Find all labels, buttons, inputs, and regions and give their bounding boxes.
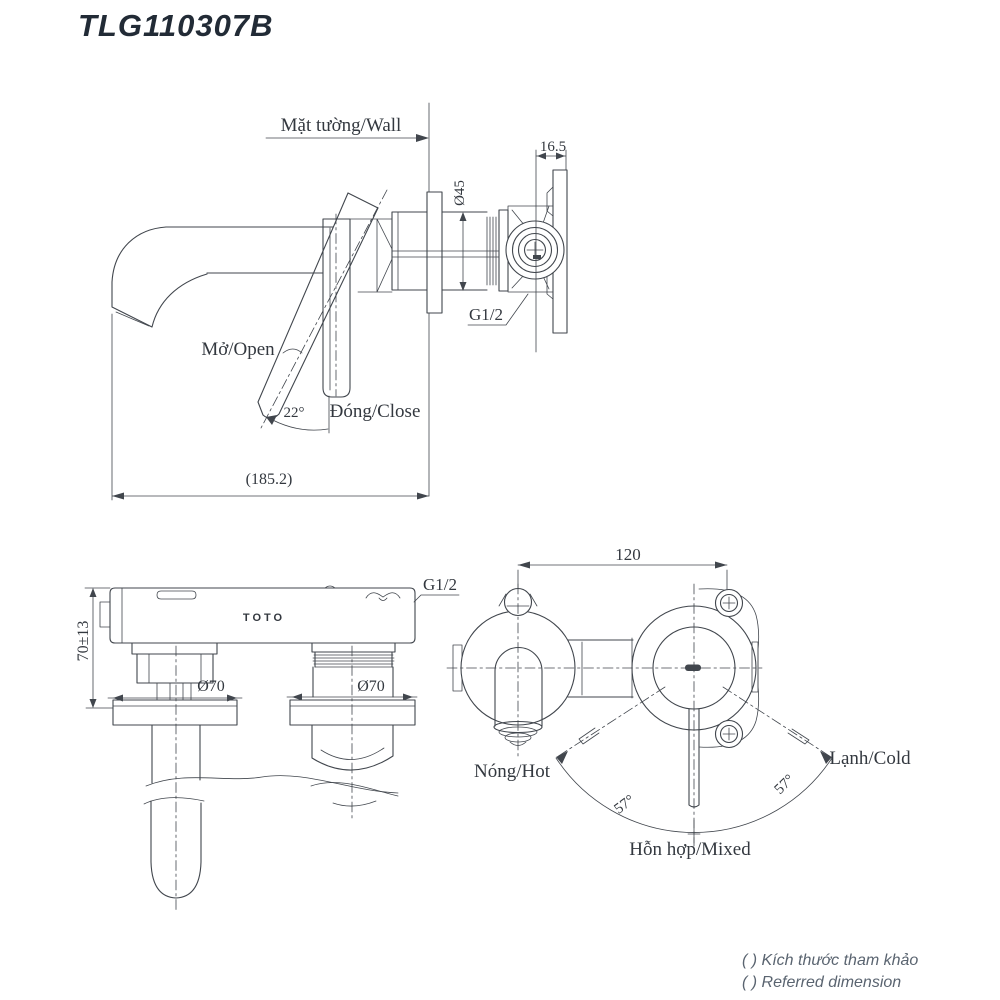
thread-size-label-top: G1/2 — [423, 575, 457, 594]
dim-diameter-45: Ø45 — [452, 180, 468, 206]
angle-22-label: 22° — [284, 405, 305, 421]
thread-size-label: G1/2 — [469, 305, 503, 324]
top-view-linework — [84, 585, 460, 913]
reference-note-vi: ( ) Kích thước tham khảo — [742, 952, 919, 969]
dim-diameter-70-right: Ø70 — [357, 678, 385, 695]
wall-label: Mặt tường/Wall — [281, 115, 402, 136]
reference-note: ( ) Kích thước tham khảo ( ) Referred di… — [742, 950, 918, 994]
dim-70-13: 70±13 — [75, 621, 92, 662]
hot-label: Nóng/Hot — [474, 761, 551, 782]
toto-logo: TOTO — [243, 612, 285, 624]
dim-diameter-70-left: Ø70 — [197, 678, 225, 695]
cold-label: Lạnh/Cold — [829, 748, 911, 769]
open-position-label: Mở/Open — [201, 339, 275, 360]
dim-120: 120 — [615, 545, 641, 564]
side-view-labels: Mặt tường/Wall 16.5 Ø45 G1/2 Mở/Open 22°… — [201, 115, 566, 488]
top-view-labels: TOTO G1/2 70±13 Ø70 Ø70 — [75, 575, 457, 695]
product-code-title: TLG110307B — [78, 8, 274, 43]
angle-57-left: 57° — [611, 792, 637, 817]
angle-57-right: 57° — [772, 772, 798, 798]
reference-note-en: ( ) Referred dimension — [742, 974, 902, 991]
close-position-label: Đóng/Close — [330, 401, 421, 422]
dim-16-5: 16.5 — [540, 139, 566, 155]
mixed-label: Hỗn hợp/Mixed — [629, 839, 751, 860]
front-view-linework — [446, 561, 833, 847]
dim-185-2: (185.2) — [246, 471, 293, 488]
side-view-linework — [111, 102, 568, 501]
